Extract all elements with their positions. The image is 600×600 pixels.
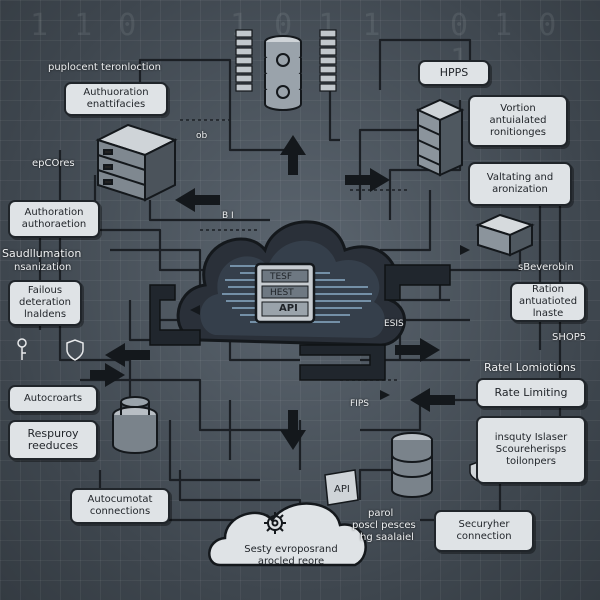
api-sign-label: API bbox=[279, 303, 298, 314]
tiny-label: FIPS bbox=[350, 399, 369, 409]
api-sign-icon bbox=[254, 262, 316, 324]
floating-label: nsanization bbox=[14, 262, 72, 273]
database-icon bbox=[391, 432, 433, 498]
floating-label: epCOres bbox=[32, 158, 75, 169]
box-securyher: Securyher connection bbox=[434, 510, 534, 552]
api-sign-line: TESF bbox=[270, 272, 293, 282]
box-respuroy: Respuroy reeduces bbox=[8, 420, 98, 460]
box-insquty: insquty Islaser Scoureherisps toilonpers bbox=[476, 416, 586, 484]
key-icon bbox=[17, 338, 27, 360]
box-autocumotat: Autocumotat connections bbox=[70, 488, 170, 524]
floating-label: parol bbox=[368, 508, 394, 519]
floating-label: puplocent teronloction bbox=[48, 62, 161, 73]
box-hpps: HPPS bbox=[418, 60, 490, 86]
server-stack-icon bbox=[95, 123, 178, 202]
box-vortion: Vortion antuialated ronitionges bbox=[468, 95, 568, 147]
disc-stack-icon bbox=[112, 396, 158, 454]
server-tower-icon bbox=[415, 98, 465, 177]
floating-label: SHOP5 bbox=[552, 332, 587, 343]
tiny-label: B I bbox=[222, 211, 234, 221]
api-document-icon bbox=[324, 469, 359, 506]
floating-label: sBeverobin bbox=[518, 262, 574, 273]
bottom-cloud-icon bbox=[208, 502, 367, 567]
box-authoration-entitfacies: Authuoration enattifacies bbox=[64, 82, 168, 116]
tiny-label: ESIS bbox=[384, 319, 404, 329]
box-ration: Ration antuatioted lnaste bbox=[510, 282, 586, 322]
cloud-caption: Sesty evroposrand bbox=[244, 544, 338, 555]
binary-text: 1 0 1 1 bbox=[230, 8, 385, 43]
box-authoration: Authoration authoraetion bbox=[8, 200, 100, 238]
api-sign-line: HEST bbox=[270, 288, 294, 298]
server-rack-icon bbox=[235, 29, 337, 92]
floating-label: Saudllumation bbox=[2, 247, 82, 260]
router-icon bbox=[475, 213, 535, 257]
gear-icon bbox=[264, 512, 286, 534]
tiny-label: ob bbox=[196, 131, 208, 141]
box-failous: Failous deteration lnaldens bbox=[8, 280, 82, 326]
floating-label: hg saalaiel bbox=[360, 532, 414, 543]
floating-label: Ratel Lomiotions bbox=[484, 361, 576, 374]
cloud-caption: arocled reore bbox=[257, 556, 325, 567]
database-stack-icon bbox=[264, 35, 302, 111]
box-rate-limiting: Rate Limiting bbox=[476, 378, 586, 408]
binary-text: 1 1 0 bbox=[30, 8, 141, 43]
shield-icon bbox=[66, 339, 84, 361]
floating-label: poscl pesces bbox=[352, 520, 416, 531]
api-small-label: API bbox=[334, 484, 350, 495]
box-valtating: Valtating and aronization bbox=[468, 162, 572, 206]
box-autocroarts: Autocroarts bbox=[8, 385, 98, 413]
